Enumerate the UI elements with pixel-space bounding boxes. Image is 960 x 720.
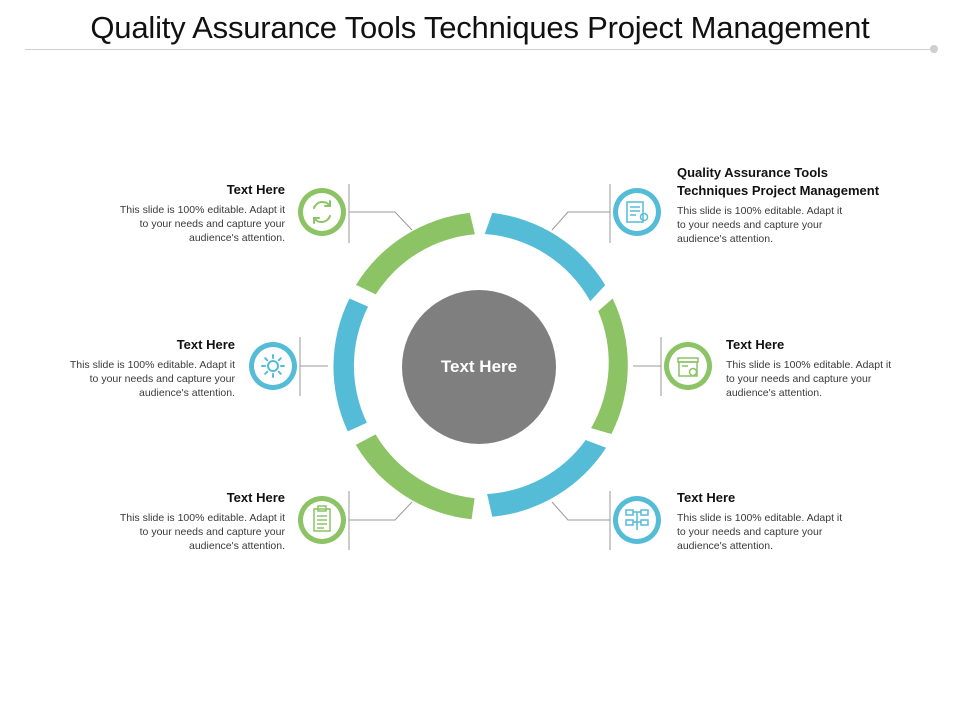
item-body: This slide is 100% editable. Adapt it to… <box>119 204 285 244</box>
slide-title: Quality Assurance Tools Techniques Proje… <box>90 10 870 45</box>
ring-segment-lower-left <box>333 298 369 432</box>
icon-badge-middle-left <box>249 342 297 390</box>
item-heading: Text Here <box>226 490 285 505</box>
icon-badge-middle-right <box>664 342 712 390</box>
icon-badge-bottom-right <box>613 496 661 544</box>
title-underline-dot <box>930 45 938 53</box>
item-block-top-left: Text Here This slide is 100% editable. A… <box>40 181 285 245</box>
item-body: This slide is 100% editable. Adapt it to… <box>726 359 892 399</box>
item-body: This slide is 100% editable. Adapt it to… <box>677 205 843 245</box>
item-block-bottom-right: Text Here This slide is 100% editable. A… <box>677 489 922 553</box>
item-heading: Text Here <box>677 490 736 505</box>
item-body: This slide is 100% editable. Adapt it to… <box>69 359 235 399</box>
center-label: Text Here <box>440 357 518 376</box>
flowchart-icon <box>625 509 649 530</box>
item-block-middle-right: Text Here This slide is 100% editable. A… <box>726 336 951 400</box>
ring-segment-bottom <box>355 434 475 520</box>
clipboard-icon <box>313 505 331 532</box>
title-underline <box>25 49 933 50</box>
gear-icon <box>261 354 285 378</box>
store-icon <box>677 357 699 377</box>
item-block-bottom-left: Text Here This slide is 100% editable. A… <box>40 489 285 553</box>
connector-bottom-right <box>551 501 610 521</box>
ring-segment-upper-left <box>356 212 475 295</box>
ring-segment-lower-right <box>487 440 607 517</box>
refresh-icon <box>313 200 331 224</box>
item-heading: Text Here <box>226 182 285 197</box>
connector-top-left <box>349 211 413 231</box>
item-block-top-right: Quality Assurance Tools Techniques Proje… <box>677 164 947 246</box>
item-heading: Quality Assurance Tools Techniques Proje… <box>677 165 880 198</box>
item-body: This slide is 100% editable. Adapt it to… <box>677 512 843 552</box>
connector-bottom-left <box>349 501 413 521</box>
icon-badge-bottom-left <box>298 496 346 544</box>
center-circle <box>402 290 556 444</box>
item-heading: Text Here <box>176 337 235 352</box>
item-heading: Text Here <box>726 337 785 352</box>
icon-badge-top-left <box>298 188 346 236</box>
checklist-icon <box>626 201 649 223</box>
item-block-middle-left: Text Here This slide is 100% editable. A… <box>10 336 235 400</box>
connector-top-right <box>551 211 610 231</box>
icon-badge-top-right <box>613 188 661 236</box>
item-body: This slide is 100% editable. Adapt it to… <box>119 512 285 552</box>
ring-segment-top <box>484 212 606 302</box>
ring-segment-upper-right <box>591 298 628 434</box>
